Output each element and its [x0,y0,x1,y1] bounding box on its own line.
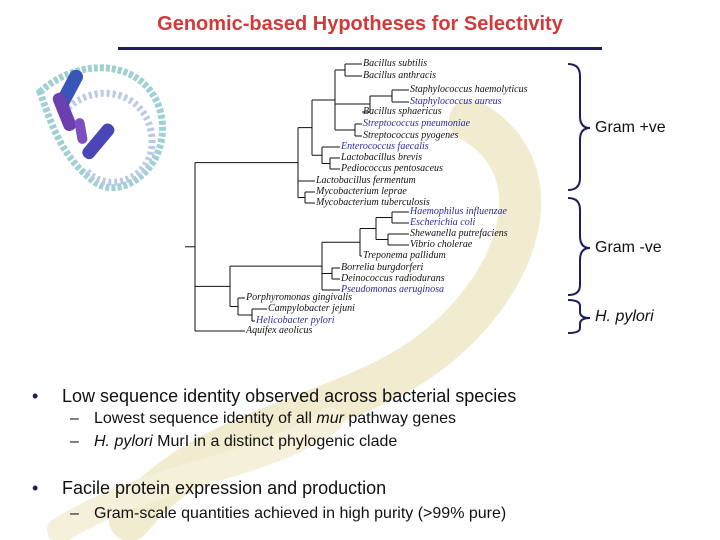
h-pylori-brace [567,299,591,334]
taxon-label: Staphylococcus aureus [410,96,502,107]
taxon-label: Haemophilus influenzae [410,206,507,217]
sub-bullet-emphasis: H. pylori [94,433,153,450]
taxon-label: Treponema pallidum [363,250,446,261]
sub-bullet-emphasis: mur [316,410,344,427]
taxon-label: Escherichia coli [410,217,476,228]
taxon-label: Lactobacillus brevis [341,152,423,163]
taxon-label: Campylobacter jejuni [268,303,355,314]
gram-negative-brace [567,197,591,296]
taxon-label: Pseudomonas aeruginosa [341,284,445,295]
taxon-label: Aquifex aeolicus [246,325,313,336]
bullet-text: Facile protein expression and production [62,478,387,498]
gram-positive-label: Gram +ve [595,119,666,136]
bullet-item: • Low sequence identity observed across b… [32,386,516,407]
title-underline [118,47,602,50]
sub-bullet-dash: – [70,410,79,427]
sub-bullet-item: –Gram-scale quantities achieved in high … [70,505,506,523]
bullet-item: • Facile protein expression and productio… [32,478,386,499]
taxon-label: Bacillus anthracis [363,70,437,81]
gram-positive-brace [567,63,591,191]
bullet-dot: • [32,386,39,406]
taxon-label: Mycobacterium tuberculosis [316,197,430,208]
taxon-label: Deinococcus radiodurans [341,273,445,284]
sub-bullet-dash: – [70,505,79,522]
bullet-text: Low sequence identity observed across ba… [62,386,517,406]
taxon-label: Bacillus sphaericus [363,106,442,117]
sub-bullet-item: –H. pylori MurI in a distinct phylogenic… [70,433,397,451]
taxon-label: Streptococcus pneumoniae [363,118,471,129]
sub-bullet-text: pathway genes [343,410,456,427]
taxon-label: Borrelia burgdorferi [341,262,424,273]
taxon-label: Staphylococcus haemolyticus [410,84,528,95]
taxon-label: Mycobacterium leprae [316,186,407,197]
gram-negative-label: Gram -ve [595,239,662,256]
taxon-label: Streptococcus pyogenes [363,130,459,141]
page-title: Genomic-based Hypotheses for Selectivity [157,13,563,35]
sub-bullet-item: –Lowest sequence identity of all mur pat… [70,410,456,428]
sub-bullet-dash: – [70,433,79,450]
taxon-label: Porphyromonas gingivalis [246,292,353,303]
taxon-label: Helicobacter pylori [256,315,335,326]
taxon-label: Shewanella putrefaciens [410,228,508,239]
taxon-label: Pediococcus pentosaceus [341,163,443,174]
taxon-label: Vibrio cholerae [410,239,473,250]
sub-bullet-text: MurI in a distinct phylogenic clade [152,433,398,450]
taxon-label: Lactobacillus fermentum [316,175,416,186]
sub-bullet-text: Lowest sequence identity of all [94,410,317,427]
taxon-label: Bacillus subtilis [363,58,428,69]
h-pylori-label: H. pylori [595,308,654,325]
sub-bullet-text: Gram-scale quantities achieved in high p… [94,505,507,522]
taxon-label: Enterococcus faecalis [341,141,429,152]
bullet-dot: • [32,478,39,498]
